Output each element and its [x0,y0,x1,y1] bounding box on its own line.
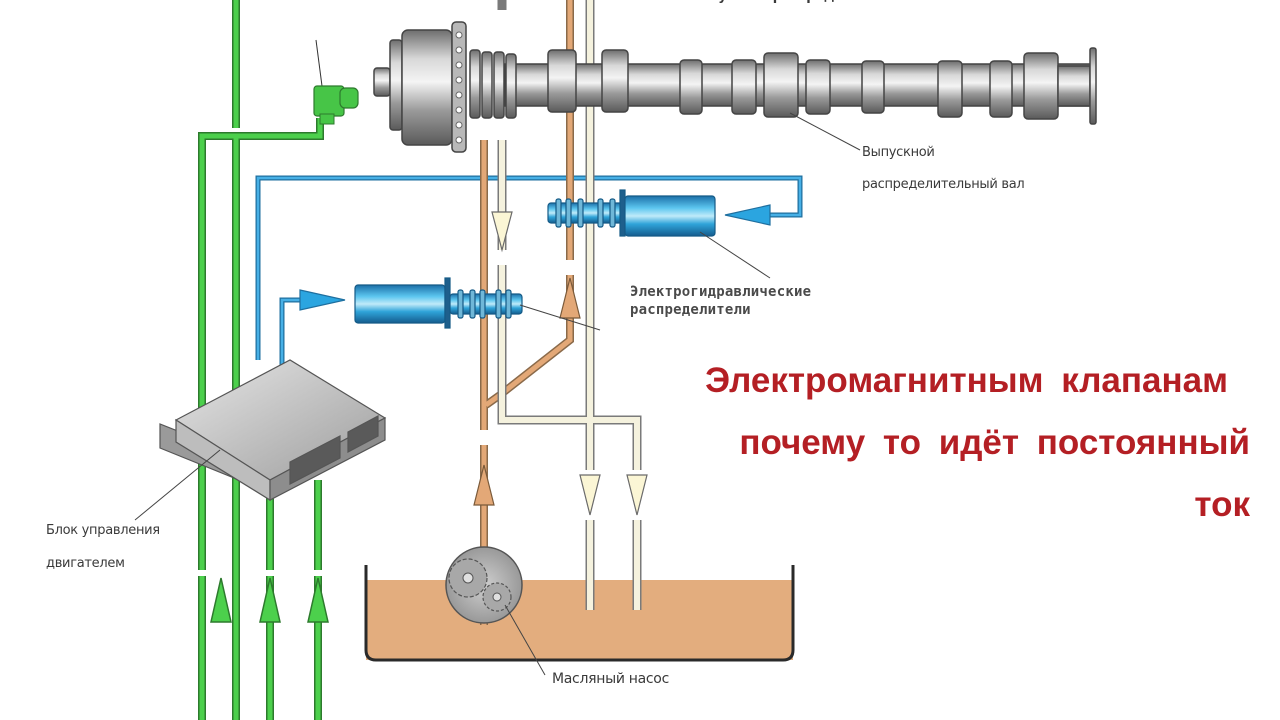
control-arrow-icon [299,289,346,311]
control-arrow-icon [724,204,771,226]
caption-line-1: Электромагнитным клапанам [705,361,1228,400]
oil-flow-arrow-icon [559,277,581,319]
intake-camshaft-label: Впускной распределительный вал [700,0,953,8]
caption-line-2: почему то идёт постоянный [739,423,1250,462]
engine-control-unit [159,359,387,502]
caption-line-3: ток [1194,485,1250,524]
control-wires [255,175,803,370]
solenoid-valve-lower [354,277,523,329]
oil-pump-label: Масляный насос [552,671,669,687]
oil-return-arrow-icon [626,474,648,516]
leader-lines [134,112,861,676]
oil-flow-arrow-icon [473,464,495,506]
overlay-caption: Электромагнитным клапанам почему то идёт… [705,350,1250,536]
solenoid-valve-upper [547,189,716,237]
solenoid-valves-label-line2: распределители [630,302,751,318]
oil-return-arrow-icon [579,474,601,516]
ecu-label-line1: Блок управления [46,523,160,538]
signal-wires [197,0,329,720]
exhaust-camshaft-label-line1: Выпускной [862,145,935,160]
ecu-label-line2: двигателем [46,556,125,571]
signal-arrow-icon [210,577,329,623]
oil-pump-icon [445,546,523,624]
sump-wall [364,565,795,662]
sprocket-icon [451,21,467,153]
oil-return-arrow-icon [491,211,513,253]
connector-icon [289,415,379,485]
solenoid-valves-label-line1: Электрогидравлические [630,284,812,300]
oil-level [366,580,793,660]
camshaft-sensor-icon [313,39,359,125]
exhaust-camshaft [373,21,1097,153]
oil-sump [364,565,795,662]
exhaust-camshaft-label-line2: распределительный вал [862,177,1025,192]
